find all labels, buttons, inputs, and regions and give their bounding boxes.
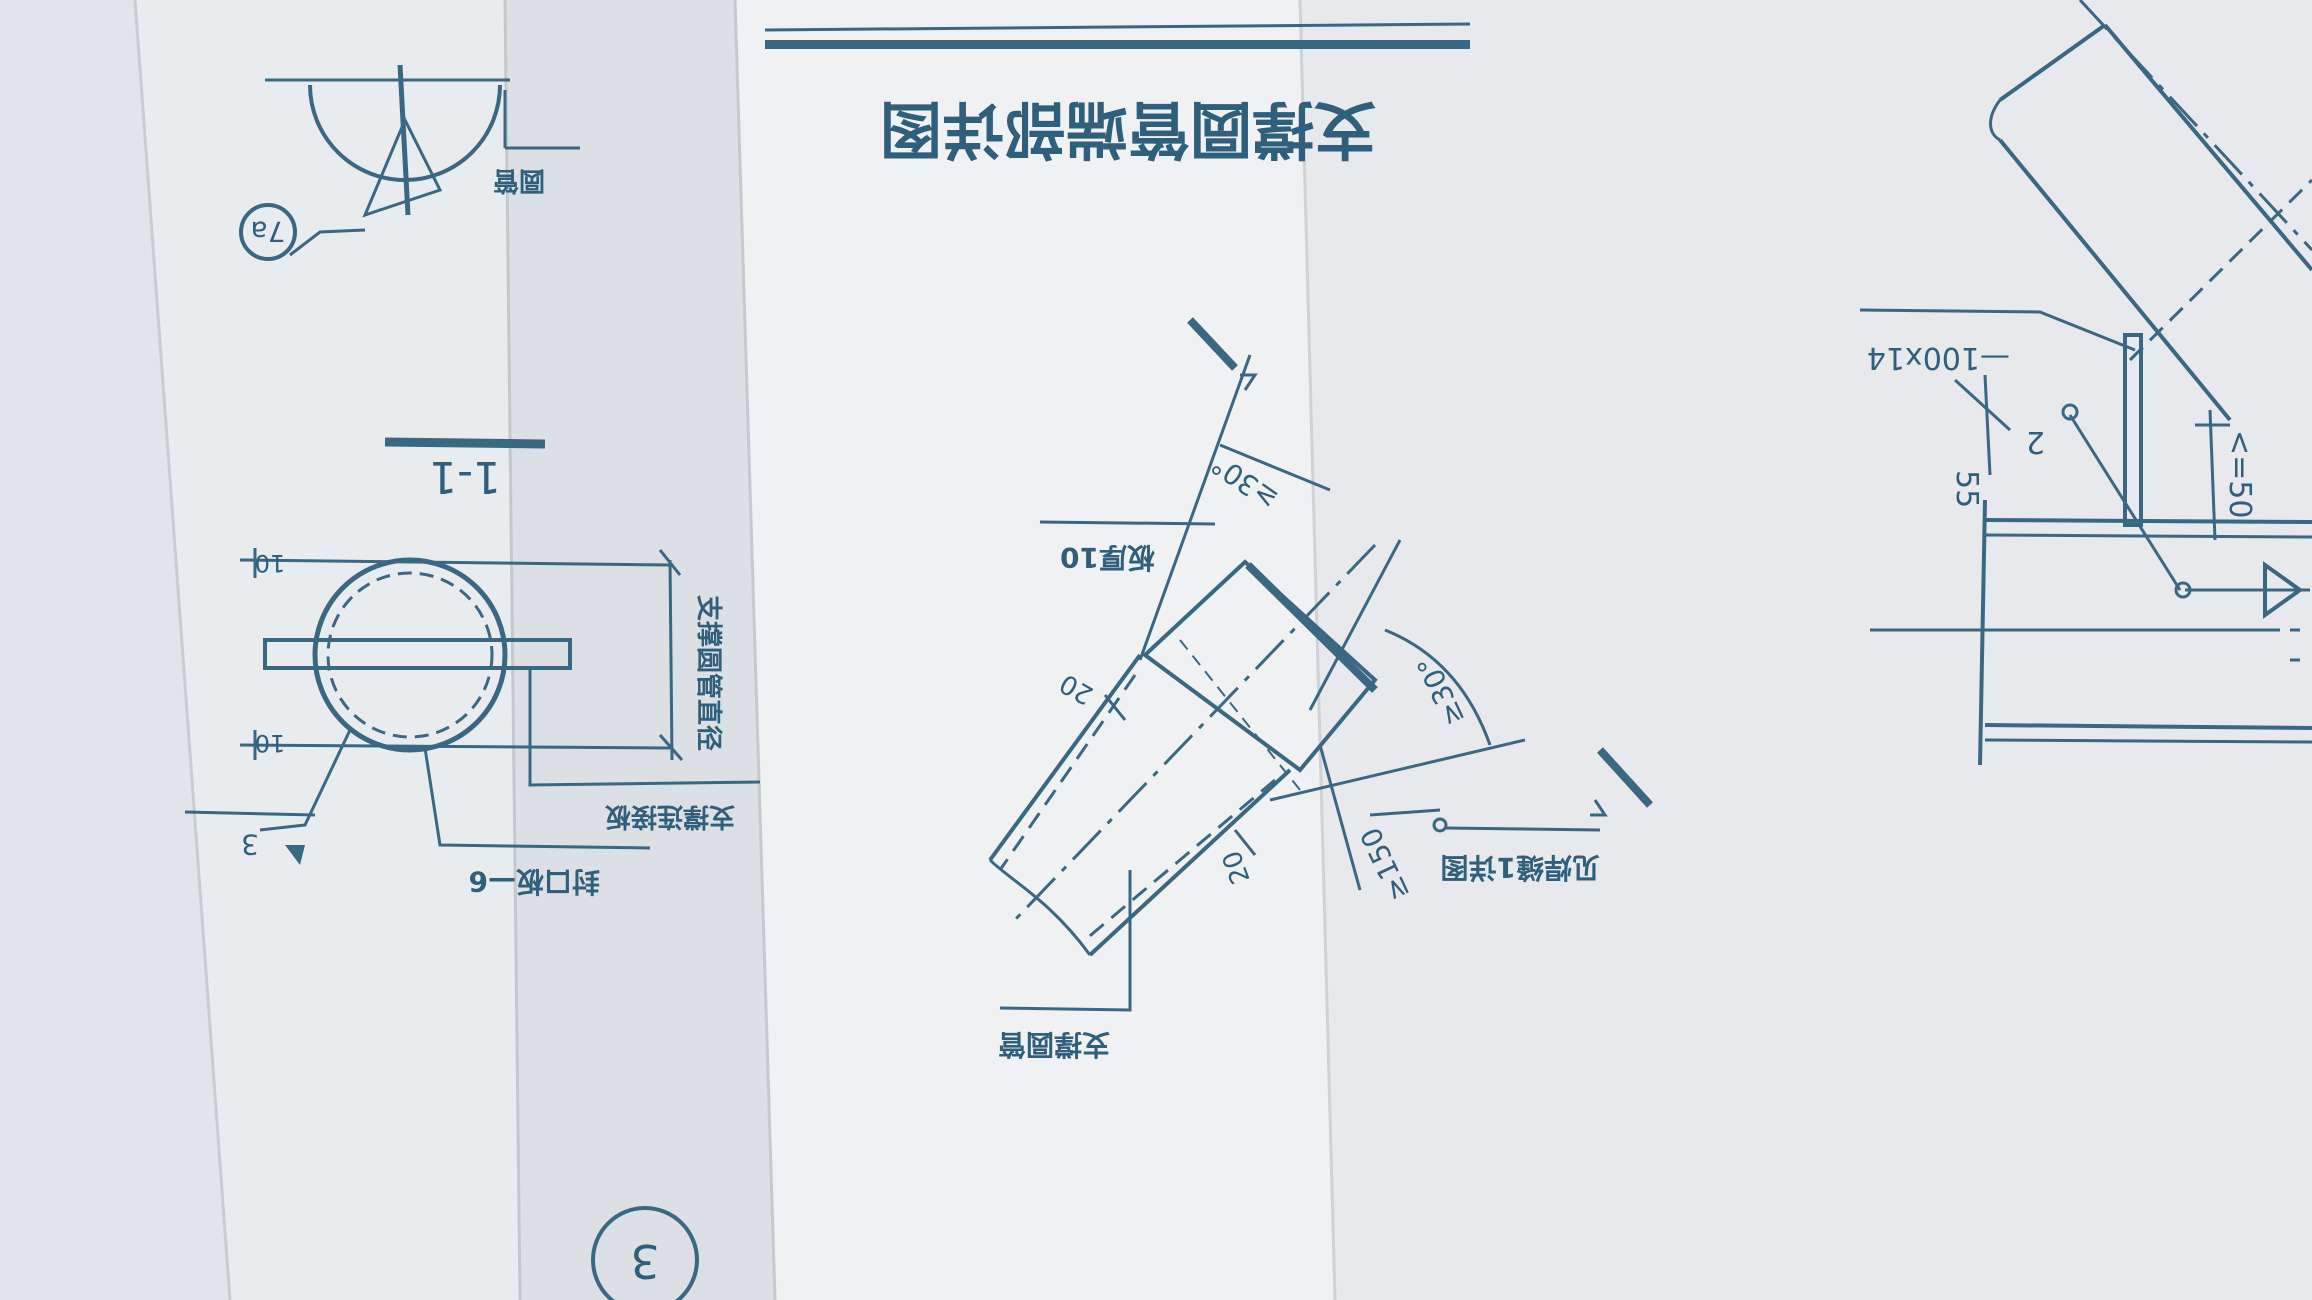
leader-plate-spec	[1859, 308, 2136, 352]
dim-tick-top	[658, 549, 682, 576]
label-connection-plate: 支撑连接板	[605, 801, 735, 831]
weld-note-circle	[239, 203, 297, 261]
label-plate-spec: —100x14	[1867, 340, 2010, 375]
pipe-edge-lower	[1088, 768, 1292, 957]
pipe-hidden-lower	[1084, 778, 1276, 942]
leader-seal-plate	[423, 747, 651, 850]
dim-le50: <=50	[2222, 430, 2257, 518]
dim-2: 2	[2026, 424, 2045, 459]
sheet-number-badge: 3	[591, 1206, 699, 1300]
section-cut-arrow-bottom	[1590, 799, 1608, 817]
dim-10-bottom: 10	[255, 729, 286, 757]
label-brace-pipe-diameter: 支撑圆管直径	[693, 595, 723, 751]
paper-panel-center	[735, 0, 1335, 1300]
fold-crease-1	[133, 0, 232, 1300]
dim-10-top: 10	[255, 549, 286, 577]
title-block: 支撑圆管端部详图	[764, 22, 1471, 166]
weld-detail-reference	[1444, 826, 1601, 832]
dim-55: 55	[1949, 470, 1984, 508]
dim-line-top	[239, 558, 671, 567]
weld-3-flag	[285, 845, 305, 865]
dim-20-tick-b	[1233, 829, 1257, 856]
dim-150-ext	[1369, 808, 1441, 817]
section-label: 1-1	[429, 451, 501, 502]
paper-panel-3	[505, 0, 775, 1300]
right-pipe-end-top	[1998, 23, 2107, 102]
label-weld-detail-ref: 见焊缝1详图	[1441, 851, 1600, 884]
drawing-title: 支撑圆管端部详图	[880, 93, 1376, 166]
leader-connection-plate	[528, 668, 761, 787]
dim-tick-bottom	[658, 734, 684, 761]
connection-plate	[1141, 559, 1378, 773]
sheet-number: 3	[630, 1234, 659, 1288]
plate-thickness-leader	[1039, 520, 1216, 526]
angle-ref-line-b	[1308, 539, 1402, 711]
weld-triangle	[362, 116, 443, 218]
weld-size-3: 3	[241, 828, 259, 861]
right-pipe-edge-lower	[1998, 138, 2232, 422]
right-pipe-edge-upper	[2103, 23, 2312, 272]
section-cut-mark-bottom	[1597, 747, 1653, 808]
pipe-centerline	[1008, 543, 1377, 927]
connection-plate-section	[263, 638, 572, 670]
weld-dot-right-top	[2061, 403, 2079, 421]
section-mark-bar	[384, 437, 546, 449]
weld-3-reference	[184, 810, 316, 817]
section-cut-arrow-top	[1240, 373, 1258, 391]
weld-detail-dot	[1432, 817, 1448, 833]
right-gusset-plate	[2123, 333, 2143, 527]
label-seal-plate: 封口板—6	[469, 865, 600, 898]
dim-20-tick-a	[1103, 694, 1127, 721]
pipe-hidden-upper	[998, 674, 1137, 871]
right-pipe-hidden	[2128, 178, 2312, 362]
right-column-web	[1978, 499, 1987, 766]
fold-crease-2	[503, 0, 522, 1300]
dim-55-tick-a	[1953, 378, 2012, 432]
weld-detail-leader	[1269, 738, 1526, 802]
fold-crease-3	[733, 0, 777, 1300]
title-bar-thick	[765, 40, 1470, 49]
fold-crease-4	[1298, 0, 1337, 1300]
right-flange-top-inner	[1984, 533, 2312, 539]
weld-leader-right	[2068, 414, 2182, 591]
dim-line-bottom	[239, 743, 671, 750]
dim-le50-line	[2208, 409, 2217, 541]
paper-panel-left	[0, 0, 230, 1300]
right-pipe-centerline	[2078, 0, 2312, 252]
pipe-end-plate	[397, 64, 411, 216]
angle-arc-a	[1219, 443, 1331, 492]
pipe-circle-inner	[326, 571, 494, 739]
weld-note-leader	[289, 228, 366, 257]
sheet-number-circle	[591, 1206, 699, 1300]
right-flange-bottom	[1984, 723, 2312, 730]
angle-arc-b	[1384, 628, 1492, 746]
label-plate-thickness: 板厚10	[1060, 541, 1155, 574]
right-pipe-break	[1989, 99, 2002, 142]
weld-note-symbol: 7a	[251, 215, 286, 248]
end-plate-thick	[1245, 562, 1378, 693]
pipe-break-curve	[988, 858, 1092, 956]
pipe-end-cut	[1179, 639, 1301, 791]
pipe-circle-outer	[312, 557, 508, 753]
gusset-connection-detail: —100x14 2 55 <=50	[1859, 0, 2312, 766]
label-brace-round-pipe: 支撑圆管	[998, 1028, 1110, 1061]
paper-panel-2	[135, 0, 520, 1300]
title-bar-thin	[764, 22, 1471, 32]
right-flange-bottom-inner	[1984, 738, 2312, 744]
pipe-edge-upper	[988, 653, 1142, 862]
section-cut-mark-top	[1187, 317, 1238, 371]
leader-weld-3	[259, 729, 352, 832]
dim-55-ext	[1983, 374, 1992, 476]
dim-150-line	[1318, 744, 1362, 891]
right-flange-top	[1984, 518, 2312, 524]
section-1-1: 1-1 10 10 支撑圆管直径 支撑连接板 封口板—6 3	[184, 437, 761, 898]
label-round-pipe: 圆管	[493, 165, 545, 195]
paper-panel-right	[1300, 0, 2312, 1300]
dim-line-vertical	[668, 559, 674, 761]
leader-brace-round-pipe	[999, 870, 1132, 1012]
angle-ref-line-a	[1138, 354, 1252, 661]
pipe-end-detail: 圆管 7a	[239, 64, 580, 261]
